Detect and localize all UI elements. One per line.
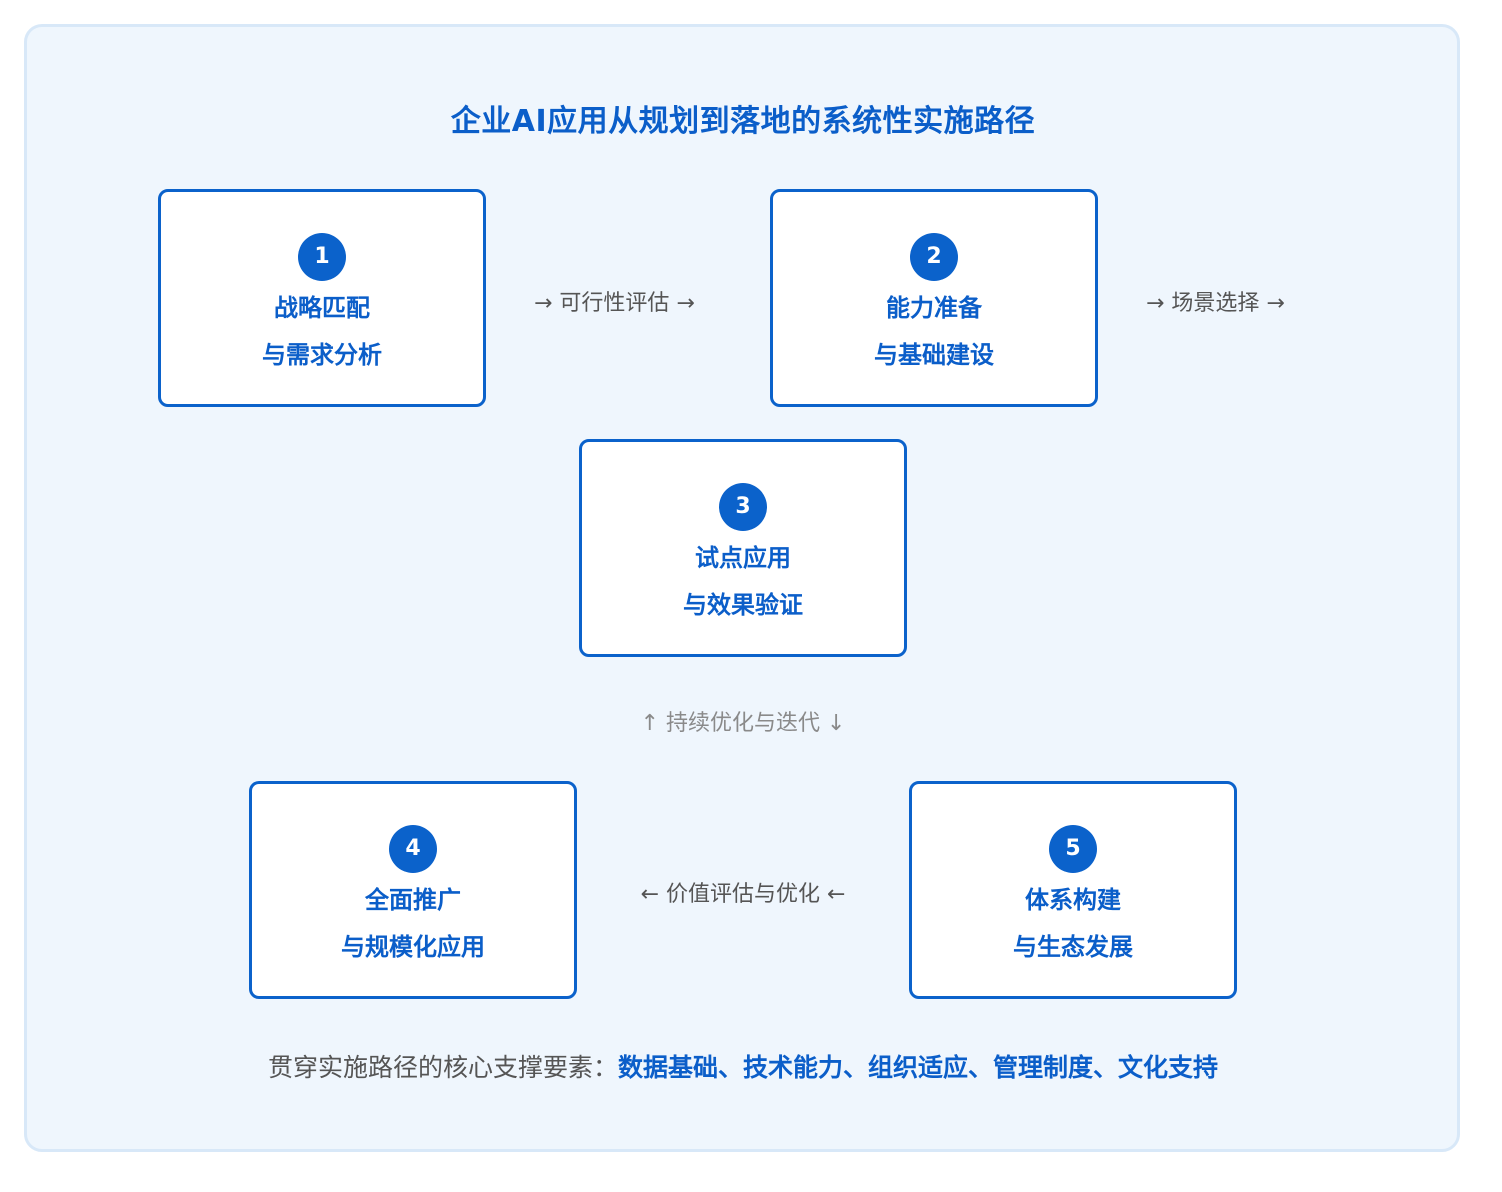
support-factors: 贯穿实施路径的核心支撑要素：数据基础、技术能力、组织适应、管理制度、文化支持 xyxy=(0,1048,1486,1084)
step-2-title: 能力准备 xyxy=(886,294,982,322)
connector-value: ← 价值评估与优化 ← xyxy=(640,882,846,907)
step-3-subtitle: 与效果验证 xyxy=(683,591,803,619)
step-5-box: 5 体系构建 与生态发展 xyxy=(909,781,1237,999)
step-4-subtitle: 与规模化应用 xyxy=(341,933,485,961)
step-1-number-badge: 1 xyxy=(298,233,346,281)
step-2-number-badge: 2 xyxy=(910,233,958,281)
step-1-title: 战略匹配 xyxy=(274,294,370,322)
step-5-number-badge: 5 xyxy=(1049,825,1097,873)
connector-scenario: → 场景选择 → xyxy=(1146,291,1285,316)
step-1-subtitle: 与需求分析 xyxy=(262,341,382,369)
step-1-box: 1 战略匹配 与需求分析 xyxy=(158,189,486,407)
step-5-subtitle: 与生态发展 xyxy=(1013,933,1133,961)
step-2-box: 2 能力准备 与基础建设 xyxy=(770,189,1098,407)
support-factors-items: 数据基础、技术能力、组织适应、管理制度、文化支持 xyxy=(618,1053,1219,1082)
connector-iteration: ↑ 持续优化与迭代 ↓ xyxy=(640,711,846,736)
connector-feasibility: → 可行性评估 → xyxy=(534,291,695,316)
step-3-number-badge: 3 xyxy=(719,483,767,531)
step-4-box: 4 全面推广 与规模化应用 xyxy=(249,781,577,999)
step-2-subtitle: 与基础建设 xyxy=(874,341,994,369)
step-5-title: 体系构建 xyxy=(1025,886,1121,914)
step-3-title: 试点应用 xyxy=(695,544,791,572)
step-4-title: 全面推广 xyxy=(365,886,461,914)
support-factors-lead: 贯穿实施路径的核心支撑要素： xyxy=(267,1053,618,1082)
step-3-box: 3 试点应用 与效果验证 xyxy=(579,439,907,657)
step-4-number-badge: 4 xyxy=(389,825,437,873)
diagram-title: 企业AI应用从规划到落地的系统性实施路径 xyxy=(450,104,1036,139)
